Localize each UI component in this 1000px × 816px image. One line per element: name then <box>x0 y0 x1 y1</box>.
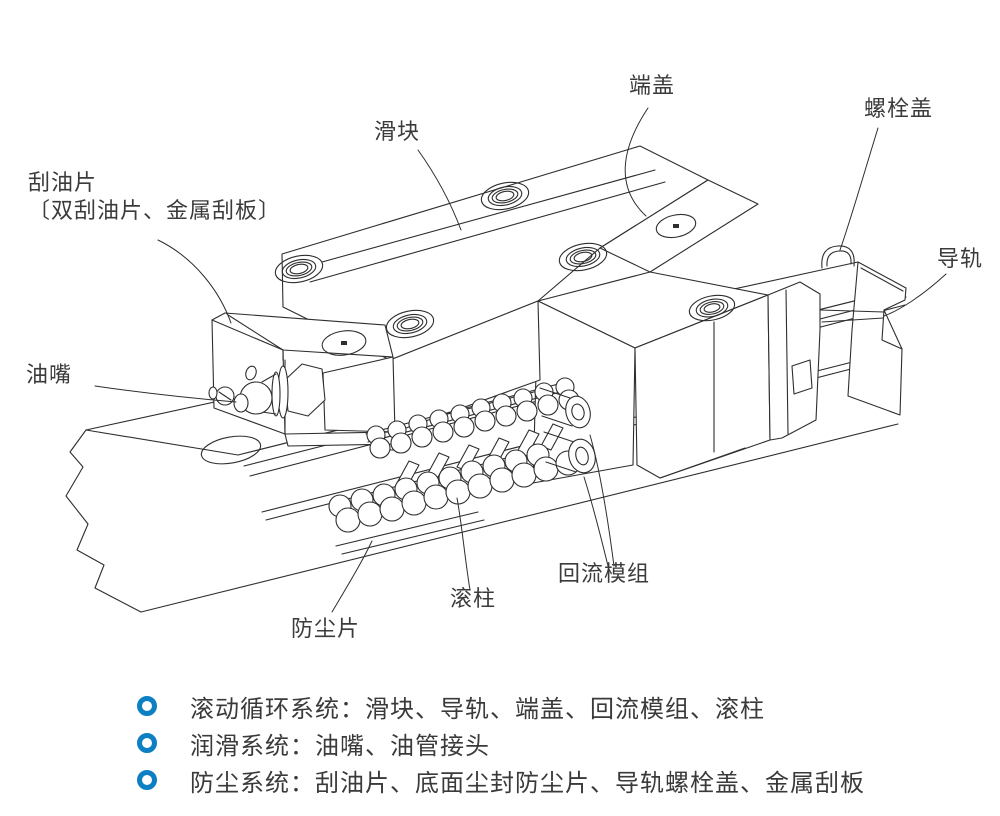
label-oil-scraper-line1: 刮油片 <box>28 171 98 196</box>
legend-item-lubrication: 润滑系统：油嘴、油管接头 <box>134 730 865 760</box>
leader-end-cap <box>624 107 649 217</box>
label-oil-scraper-line2: 〔双刮油片、金属刮板〕 <box>28 199 282 224</box>
mounting-holes-drawing <box>274 181 736 356</box>
bottom-seal-drawing <box>335 511 485 555</box>
leader-slider <box>417 149 462 231</box>
legend-item-text: 防尘系统：刮油片、底面尘封防尘片、导轨螺栓盖、金属刮板 <box>190 768 865 797</box>
leader-oil-nipple <box>94 385 237 403</box>
bullet-ring-icon <box>137 696 157 716</box>
label-return-module: 回流模组 <box>558 562 651 587</box>
legend-item-text: 润滑系统：油嘴、油管接头 <box>190 731 490 760</box>
bolt-cover-drawing <box>821 245 855 269</box>
legend-item-text: 滚动循环系统：滑块、导轨、端盖、回流模组、滚柱 <box>190 694 765 723</box>
return-module-drawing <box>539 387 596 474</box>
grease-nipple-drawing <box>208 363 326 419</box>
label-dust-sheet: 防尘片 <box>291 617 361 642</box>
roller-chain-drawing <box>328 377 581 555</box>
leader-lines <box>94 107 947 613</box>
system-legend: 滚动循环系统：滑块、导轨、端盖、回流模组、滚柱 润滑系统：油嘴、油管接头 防尘系… <box>134 693 865 797</box>
leader-scraper <box>157 239 232 324</box>
label-bolt-cover: 螺栓盖 <box>864 97 934 122</box>
leader-rail <box>883 273 947 317</box>
label-end-cap: 端盖 <box>629 74 676 99</box>
legend-item-dustproof: 防尘系统：刮油片、底面尘封防尘片、导轨螺栓盖、金属刮板 <box>134 767 865 797</box>
label-slider: 滑块 <box>374 120 421 145</box>
bullet-ring-icon <box>137 733 157 753</box>
label-roller: 滚柱 <box>450 587 497 612</box>
leader-dust-sheet <box>331 540 373 613</box>
leader-return-a <box>583 476 609 567</box>
label-oil-scraper: 刮油片 〔双刮油片、金属刮板〕 <box>28 170 281 226</box>
label-rail: 导轨 <box>937 247 984 272</box>
leader-roller <box>456 497 471 591</box>
label-oil-nipple: 油嘴 <box>26 363 73 388</box>
leader-return-b <box>589 434 615 567</box>
leader-bolt-cover <box>839 127 879 251</box>
bullet-ring-icon <box>137 770 157 790</box>
legend-item-rolling: 滚动循环系统：滑块、导轨、端盖、回流模组、滚柱 <box>134 693 865 723</box>
